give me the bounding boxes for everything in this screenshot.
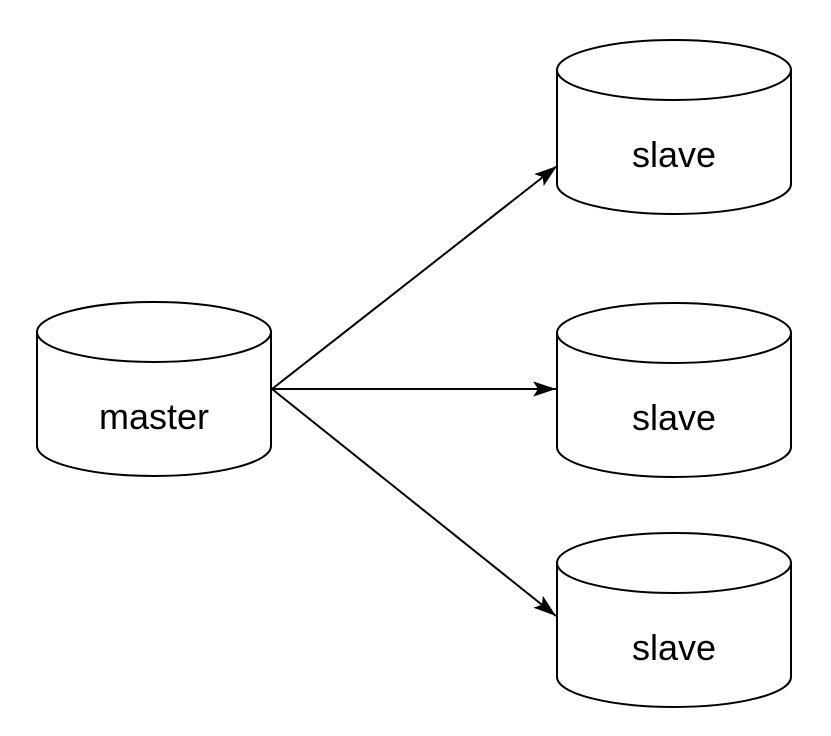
slave-bottom-node-label: slave: [632, 627, 716, 668]
master-node-label: master: [99, 396, 209, 437]
slave-top-node: slave: [556, 39, 793, 215]
edge-master-to-slave-top: [271, 165, 558, 390]
slave-middle-node-label: slave: [632, 397, 716, 438]
slave-top-cylinder-icon: [556, 39, 793, 215]
slave-middle-node: slave: [556, 302, 793, 478]
slave-top-node-label: slave: [632, 134, 716, 175]
edge-master-to-slave-bottom: [271, 388, 557, 617]
master-cylinder-icon: [36, 301, 273, 477]
slave-bottom-cylinder-icon: [556, 532, 793, 708]
edges-group: [271, 165, 558, 617]
master-node: master: [36, 301, 273, 477]
slave-middle-cylinder-icon: [556, 302, 793, 478]
slave-bottom-node: slave: [556, 532, 793, 708]
